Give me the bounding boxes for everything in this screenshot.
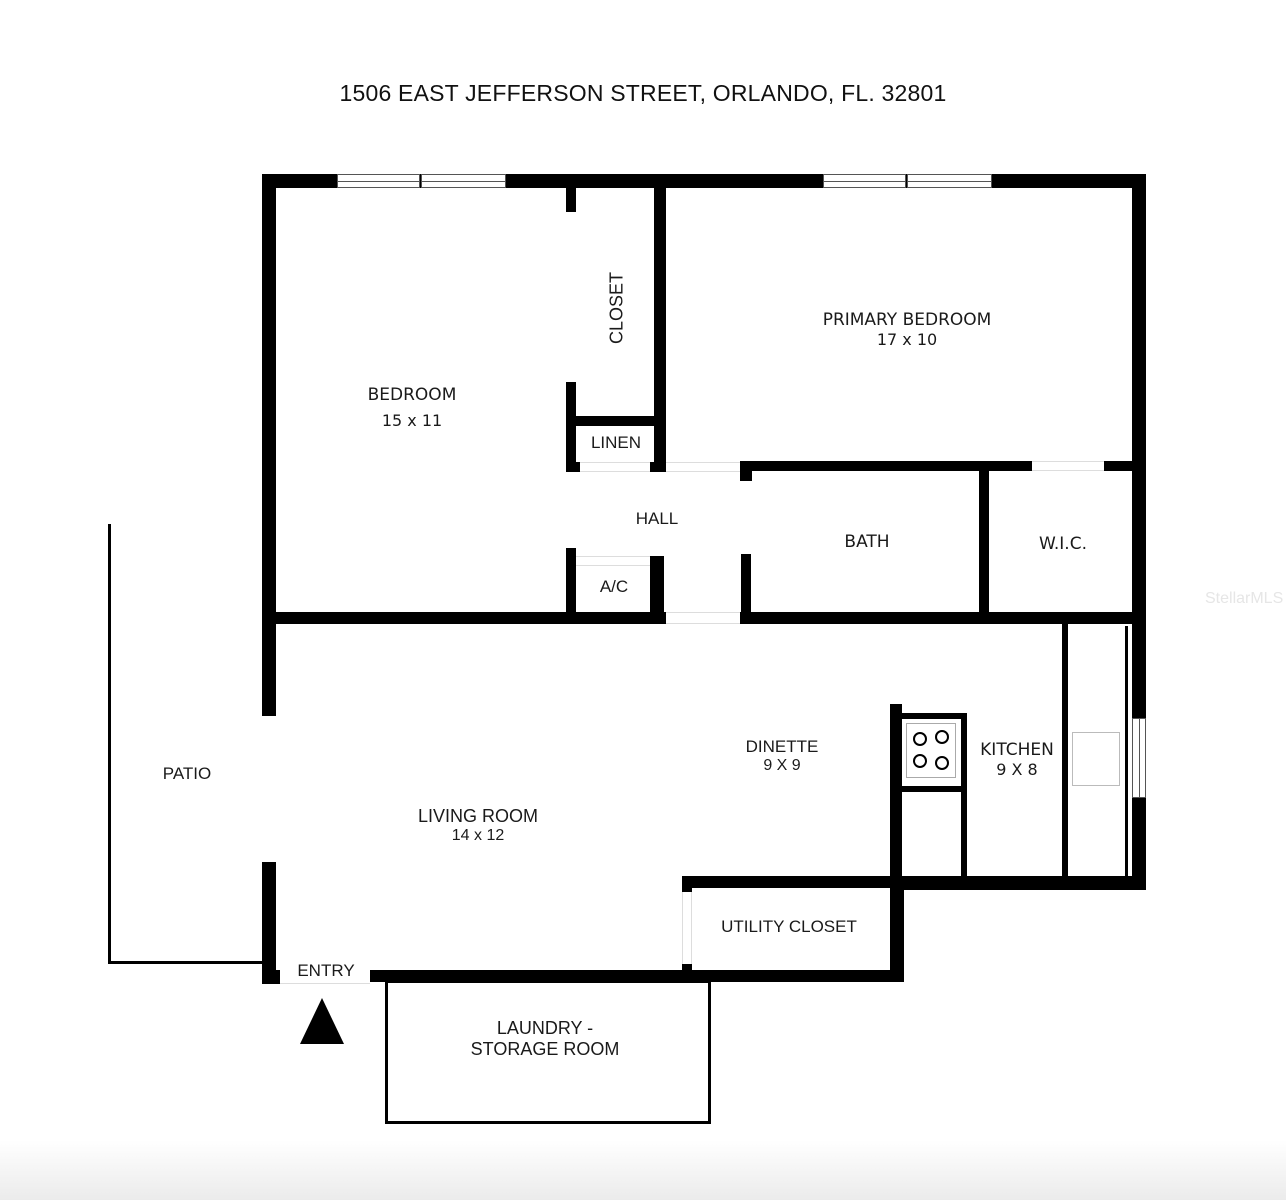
- stove-top: [900, 713, 966, 719]
- linen-bottom-left: [566, 462, 580, 472]
- ac-right-wall: [650, 556, 664, 618]
- sink: [1072, 732, 1120, 786]
- utility-door: [682, 892, 692, 964]
- room-dims: 17 x 10: [876, 329, 938, 349]
- patio-bottom-line: [108, 961, 268, 964]
- entry-door: [280, 970, 370, 984]
- primary-bottom-wall: [740, 461, 1032, 471]
- utility-right-wall: [890, 876, 904, 980]
- room-name-line2: STORAGE ROOM: [470, 1038, 620, 1059]
- room-label-dinette: DINETTE 9 X 9: [746, 737, 819, 775]
- linen-bottom-right: [650, 462, 666, 472]
- bottom-wall: [370, 970, 904, 982]
- kitchen-bottom-wall: [890, 876, 1146, 890]
- laundry-storage-room: [385, 980, 711, 1124]
- window-primary-right: [907, 174, 992, 188]
- bath-wic-divider: [979, 461, 989, 617]
- closet-primary-divider: [654, 188, 666, 472]
- room-label-living-room: LIVING ROOM 14 x 12: [418, 806, 538, 845]
- closet-wall-stub-top: [566, 188, 576, 212]
- room-dims: 9 X 8: [996, 759, 1038, 779]
- room-label-primary-bedroom: PRIMARY BEDROOM 17 x 10: [822, 310, 992, 349]
- window-primary-left: [823, 174, 906, 188]
- room-label-bath: BATH: [844, 532, 890, 552]
- room-label-kitchen: KITCHEN 9 X 8: [980, 740, 1054, 779]
- room-label-wic: W.I.C.: [1039, 534, 1087, 554]
- stove: [906, 723, 956, 778]
- kitchen-left-wall: [890, 704, 902, 890]
- primary-door: [666, 462, 740, 472]
- room-name: KITCHEN: [980, 740, 1054, 760]
- right-wall: [1132, 174, 1146, 890]
- room-label-entry: ENTRY: [297, 961, 355, 980]
- room-label-patio: PATIO: [162, 764, 212, 783]
- utility-top-wall: [682, 876, 904, 888]
- bath-left-wall: [741, 554, 751, 618]
- kitchen-counter-right: [1068, 626, 1128, 876]
- patio-left-line: [108, 524, 111, 964]
- room-label-utility-closet: UTILITY CLOSET: [721, 917, 857, 936]
- left-wall-upper: [262, 174, 276, 716]
- entry-arrow-icon: [300, 998, 344, 1044]
- middle-wall-right: [740, 612, 1146, 624]
- burner-icon: [913, 732, 927, 746]
- wic-door: [1032, 461, 1104, 471]
- window-bedroom-left: [337, 174, 420, 188]
- burner-icon: [913, 754, 927, 768]
- room-name: BEDROOM: [367, 385, 457, 405]
- utility-door-jamb-top: [682, 876, 692, 892]
- room-dims: 14 x 12: [451, 826, 505, 844]
- ac-left-wall: [566, 548, 576, 618]
- bottom-fade: [0, 1140, 1286, 1200]
- room-name: LIVING ROOM: [417, 806, 539, 826]
- hall-door: [666, 612, 740, 624]
- ac-door: [576, 556, 650, 566]
- room-label-closet: CLOSET: [606, 271, 627, 345]
- room-label-linen: LINEN: [590, 433, 642, 452]
- linen-top-wall: [566, 416, 666, 426]
- window-kitchen: [1132, 718, 1146, 798]
- room-name: PRIMARY BEDROOM: [822, 310, 992, 330]
- room-label-ac: A/C: [599, 577, 629, 596]
- bottom-wall-left-stub: [262, 970, 280, 984]
- room-name-line1: LAUNDRY -: [496, 1018, 594, 1038]
- room-label-hall: HALL: [635, 509, 679, 528]
- stove-right: [961, 713, 967, 877]
- left-wall-lower: [262, 862, 276, 984]
- room-dims: 9 X 9: [763, 756, 801, 774]
- room-label-bedroom: BEDROOM 15 x 11: [367, 385, 457, 430]
- burner-icon: [935, 730, 949, 744]
- primary-bottom-wall-right: [1104, 461, 1132, 471]
- linen-door: [580, 462, 650, 472]
- middle-wall-left: [262, 612, 666, 624]
- closet-wall-left: [566, 382, 576, 472]
- stove-divider: [900, 786, 966, 792]
- kitchen-counter-divider: [1062, 624, 1068, 880]
- room-label-laundry: LAUNDRY - STORAGE ROOM: [471, 1018, 620, 1059]
- utility-door-jamb-bottom: [682, 964, 692, 972]
- burner-icon: [935, 756, 949, 770]
- room-dims: 15 x 11: [381, 410, 443, 430]
- bath-door-jamb: [740, 461, 752, 481]
- address-title: 1506 EAST JEFFERSON STREET, ORLANDO, FL.…: [339, 80, 947, 106]
- watermark: StellarMLS: [1205, 590, 1284, 607]
- window-bedroom-right: [421, 174, 506, 188]
- room-name: DINETTE: [745, 737, 819, 756]
